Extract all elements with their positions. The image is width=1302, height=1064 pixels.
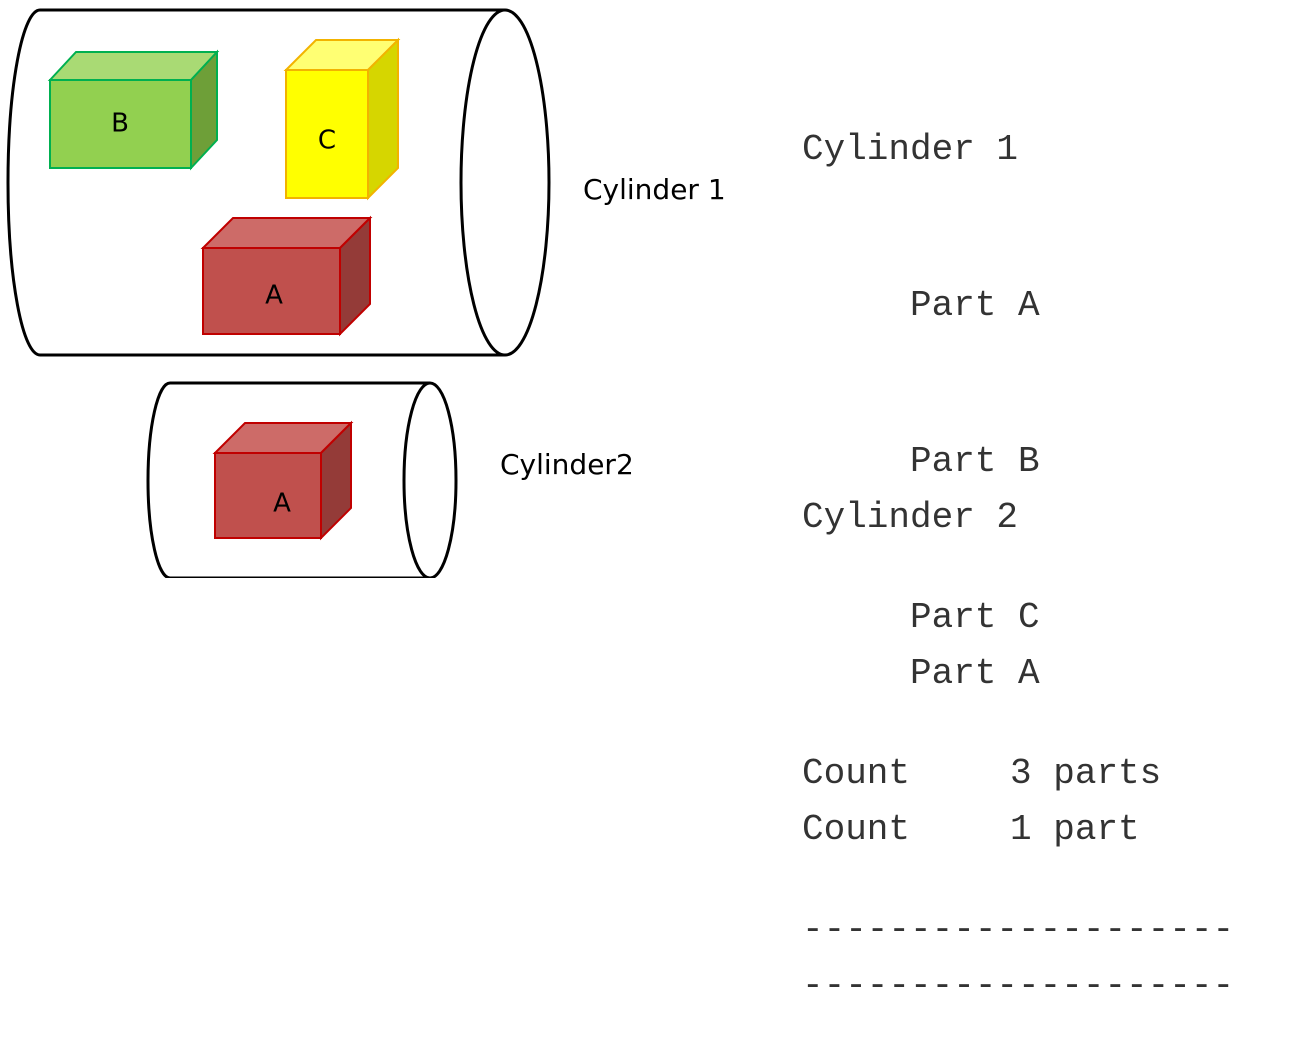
listing-part: Part B — [910, 441, 1040, 482]
cylinder-2-label: Cylinder2 — [500, 448, 634, 481]
box-a-cylinder-1: A — [200, 215, 373, 337]
listing-title: Cylinder 1 — [802, 129, 1019, 170]
count-label: Count — [802, 809, 911, 850]
cylinder-2-end-cap — [402, 381, 458, 578]
cylinder-2-body — [146, 381, 430, 578]
listing-count-row: Count 1 part — [802, 804, 1234, 856]
box-c-label: C — [318, 126, 336, 156]
cylinder-2 — [146, 381, 458, 578]
cylinder-2-listing: Cylinder 2 Part A Count 1 part ----------… — [802, 388, 1234, 1064]
box-a-label: A — [273, 489, 291, 519]
listing-part: Part A — [910, 653, 1040, 694]
cylinder-1-end-cap — [459, 8, 551, 357]
listing-part: Part A — [910, 285, 1040, 326]
cylinder-1-body — [6, 8, 505, 357]
cylinder-1 — [6, 8, 551, 357]
count-value: 1 part — [1010, 809, 1140, 850]
box-c: C — [283, 37, 401, 201]
box-b-label: B — [111, 109, 129, 139]
cylinder-1-label: Cylinder 1 — [583, 173, 726, 206]
box-b: B — [47, 49, 220, 171]
box-a-cylinder-2: A — [212, 420, 354, 541]
listing-title: Cylinder 2 — [802, 497, 1019, 538]
diagram-canvas: B C A Cylinder 1 A Cylinder2 — [6, 8, 726, 578]
listing-separator: -------------------- — [802, 965, 1235, 1006]
box-a-label: A — [265, 281, 283, 311]
